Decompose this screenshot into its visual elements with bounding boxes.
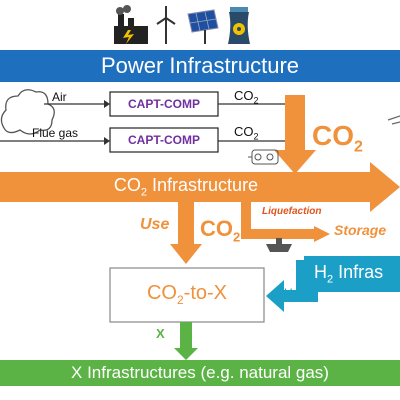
wind-turbine-icon [156,6,176,44]
flue-gas-label: Flue gas [32,126,79,140]
co2-to-x-label: CO2-to-X [146,282,228,307]
nuclear-plant-icon [228,7,250,44]
use-label: Use [140,216,170,233]
co2-infrastructure-label: CO2 Infrastructure [113,175,259,199]
solar-panel-icon [187,9,219,44]
co2-output-label-2: CO2 [234,124,259,142]
co2-to-x-box [109,267,265,323]
x-infrastructures-bar [0,360,400,386]
big-co2-label: CO2 [312,120,363,156]
page-title: Power Infrastructure [100,53,300,78]
capt-comp-label-2: CAPT-COMP [128,133,200,147]
co2-output-label-1: CO2 [234,88,259,106]
storage-label: Storage [334,222,387,238]
ship-icon [266,238,292,252]
compressor-icon [248,149,279,165]
air-label: Air [52,90,67,104]
factory-icon [114,5,148,44]
x-label: X [156,326,165,341]
x-infrastructures-label: X Infrastructures (e.g. natural gas) [71,363,329,382]
liquefaction-label: Liquefaction [262,206,322,217]
source-icons [114,5,250,44]
power-infrastructure-bar [0,50,400,82]
partial-pipe-icon [387,115,400,125]
use-co2-label: CO2 [200,216,241,245]
capt-comp-box-1 [109,91,219,117]
h2-small-label: H2 [284,286,298,303]
capt-comp-box-2 [109,127,219,153]
h2-infrastructure-label: H2 Infras [314,262,384,286]
co2-infrastructure-arrow [0,172,372,202]
capt-comp-label-1: CAPT-COMP [128,97,200,111]
